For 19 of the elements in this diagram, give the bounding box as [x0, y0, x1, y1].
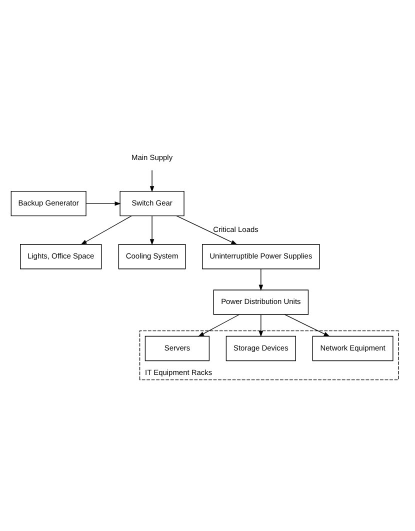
node-box: Switch Gear: [120, 190, 184, 216]
node-box: Backup Generator: [10, 190, 86, 216]
arrow: [176, 216, 238, 245]
arrow: [86, 201, 121, 206]
node-box: Storage Devices: [226, 336, 296, 362]
arrow: [258, 314, 264, 337]
node-text: Main Supply: [131, 152, 173, 162]
node-box: Uninterruptible Power Supplies: [202, 244, 320, 270]
arrow: [80, 216, 132, 245]
edge-label: Critical Loads: [213, 225, 258, 234]
node-box: Servers: [144, 336, 210, 362]
node-box: Power Distribution Units: [213, 290, 309, 315]
arrow: [258, 268, 264, 291]
node-box: Network Equipment: [312, 336, 394, 362]
arrow: [198, 314, 240, 337]
node-box: Lights, Office Space: [20, 244, 102, 270]
node-box: Cooling System: [118, 244, 186, 270]
arrow: [150, 216, 154, 246]
arrow: [150, 170, 154, 192]
